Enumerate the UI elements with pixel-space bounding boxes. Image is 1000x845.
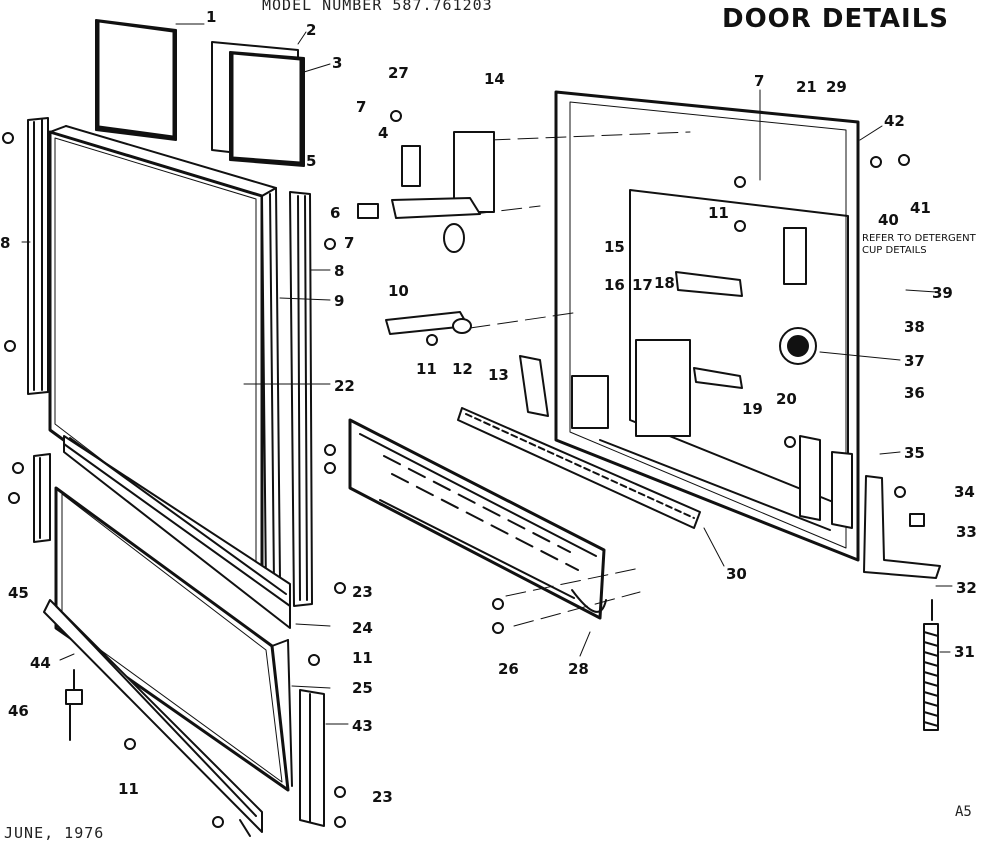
issue-date: JUNE, 1976 — [4, 824, 105, 842]
callout-8-right: 8 — [334, 262, 344, 280]
callout-39: 39 — [932, 284, 953, 302]
page-code: A5 — [955, 804, 972, 820]
callout-28: 28 — [568, 660, 589, 678]
part-vent-strip-30 — [457, 407, 701, 529]
assembly-lines — [469, 131, 691, 627]
callout-3: 3 — [332, 54, 342, 72]
callout-19: 19 — [742, 400, 763, 418]
callout-2: 2 — [306, 21, 316, 39]
callout-26: 26 — [498, 660, 519, 678]
callout-11-right: 11 — [708, 204, 729, 222]
callout-labels: 1 2 3 27 14 7 4 5 6 7 8 8 9 10 11 12 22 … — [0, 8, 977, 806]
callout-23-lower: 23 — [372, 788, 393, 806]
callout-45: 45 — [8, 584, 29, 602]
callout-1: 1 — [206, 8, 216, 26]
callout-12: 12 — [452, 360, 473, 378]
part-bracket-43 — [299, 689, 325, 827]
callout-27: 27 — [388, 64, 409, 82]
callout-6: 6 — [330, 204, 340, 222]
callout-16: 16 — [604, 276, 625, 294]
callout-35: 35 — [904, 444, 925, 462]
part-panel-2-3 — [211, 41, 305, 167]
screw-icons — [2, 110, 910, 828]
callout-41: 41 — [910, 199, 931, 217]
callout-4: 4 — [378, 124, 388, 142]
part-hinge-arm-32 — [863, 475, 941, 579]
part-side-trim-8-left — [27, 117, 49, 395]
callout-34: 34 — [954, 483, 975, 501]
callout-9: 9 — [334, 292, 344, 310]
callout-46: 46 — [8, 702, 29, 720]
part-panel-1 — [95, 19, 177, 141]
part-leveler-46 — [65, 669, 83, 741]
part-side-trim-9 — [261, 187, 281, 591]
reference-note-line-1: REFER TO DETERGENT — [862, 233, 976, 244]
callout-11-bottom: 11 — [118, 780, 139, 798]
part-side-trim-8-right — [289, 191, 313, 607]
callout-11-lower: 11 — [352, 649, 373, 667]
callout-40: 40 — [878, 211, 899, 229]
latch-mechanism-parts — [357, 131, 925, 529]
callout-30: 30 — [726, 565, 747, 583]
callout-42: 42 — [884, 112, 905, 130]
callout-17: 17 — [632, 276, 653, 294]
callout-20: 20 — [776, 390, 797, 408]
callout-15: 15 — [604, 238, 625, 256]
callout-7-right: 7 — [754, 72, 764, 90]
part-spring-31 — [923, 599, 939, 731]
callout-31: 31 — [954, 643, 975, 661]
page-title: DOOR DETAILS — [722, 4, 950, 34]
part-bottom-rail-44 — [43, 599, 263, 837]
callout-14: 14 — [484, 70, 505, 88]
part-dispenser-37 — [779, 327, 817, 365]
leader-lines — [21, 23, 953, 725]
part-kick-panel-25 — [54, 486, 293, 792]
callout-33: 33 — [956, 523, 977, 541]
reference-note-line-2: CUP DETAILS — [862, 245, 927, 256]
callout-5: 5 — [306, 152, 316, 170]
callout-11-mid: 11 — [416, 360, 437, 378]
callout-36: 36 — [904, 384, 925, 402]
callout-44: 44 — [30, 654, 51, 672]
model-number: MODEL NUMBER 587.761203 — [262, 0, 493, 14]
callout-24: 24 — [352, 619, 373, 637]
callout-38: 38 — [904, 318, 925, 336]
detergent-cup-reference-note: REFER TO DETERGENT CUP DETAILS — [862, 233, 976, 257]
callout-8-left: 8 — [0, 234, 10, 252]
callout-18: 18 — [654, 274, 675, 292]
callout-37: 37 — [904, 352, 925, 370]
callout-13: 13 — [488, 366, 509, 384]
callout-7-mid: 7 — [344, 234, 354, 252]
callout-23-upper: 23 — [352, 583, 373, 601]
part-bracket-45 — [33, 453, 51, 543]
callout-10: 10 — [388, 282, 409, 300]
callout-7-top: 7 — [356, 98, 366, 116]
part-inner-liner-28 — [348, 418, 607, 620]
callout-21: 21 — [796, 78, 817, 96]
callout-32: 32 — [956, 579, 977, 597]
part-inner-door-42 — [554, 90, 860, 562]
callout-22: 22 — [334, 377, 355, 395]
callout-29: 29 — [826, 78, 847, 96]
callout-43: 43 — [352, 717, 373, 735]
part-bottom-channel-24 — [63, 435, 291, 629]
callout-25: 25 — [352, 679, 373, 697]
